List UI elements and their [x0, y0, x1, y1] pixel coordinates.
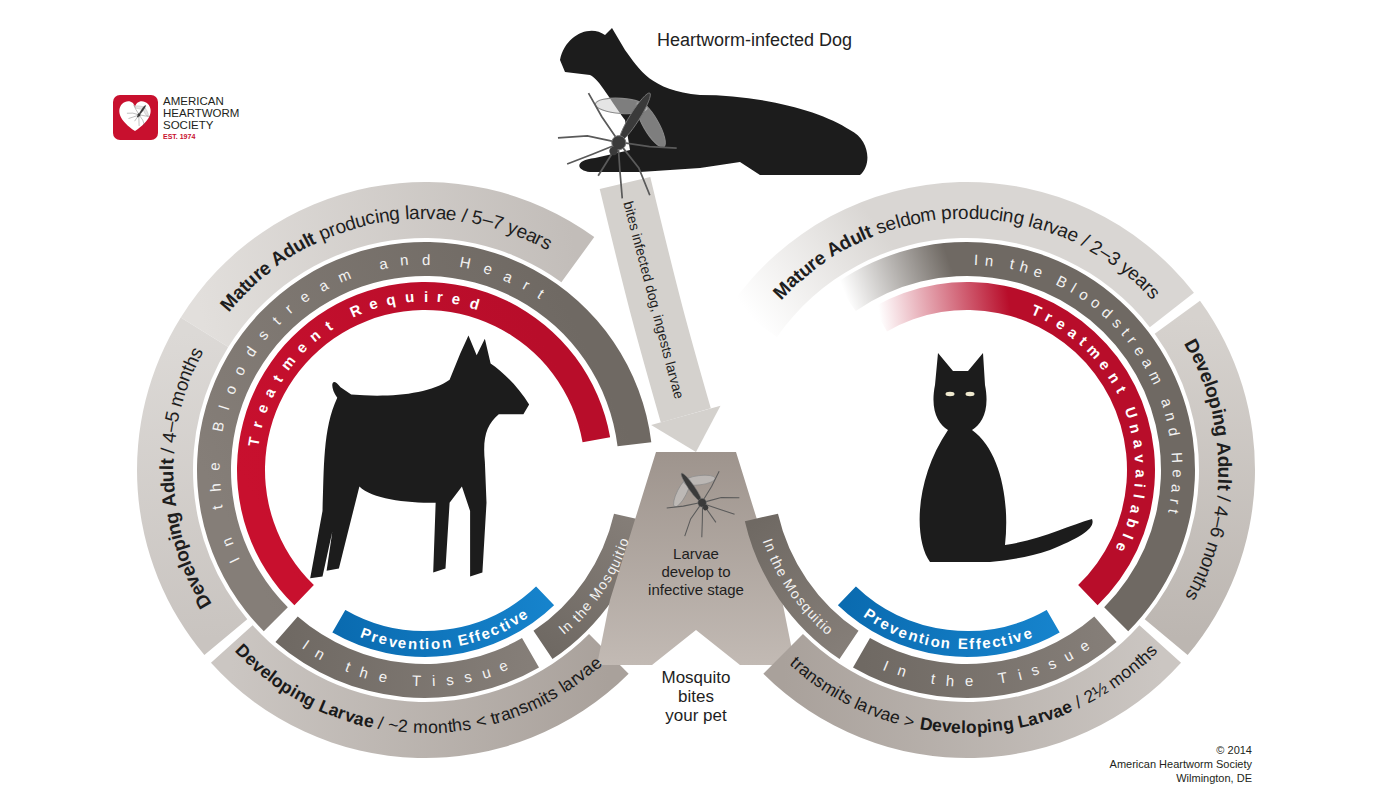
band-outline: [137, 317, 247, 655]
band-label: transmits larvae >: [785, 652, 919, 731]
figure-heading: Heartworm-infected Dog: [657, 30, 852, 51]
treatment-band: Treatment Required: [235, 280, 613, 608]
band-outline: [237, 282, 610, 605]
band-label: In the Bloodstream and Heart: [968, 251, 1187, 521]
band-label: Prevention Effective: [862, 606, 1036, 652]
band-label: Prevention Effective: [358, 606, 531, 653]
band-label: Developing Larvae: [916, 698, 1077, 738]
logo-text: AMERICAN HEARTWORM SOCIETY: [163, 95, 255, 131]
band-label: Treatment Required: [245, 288, 483, 450]
treatment-band: Treatment Unavailable: [871, 280, 1157, 608]
stage-band: Developing Adult/ 4–6 months: [1142, 298, 1257, 658]
band-label: Developing Larvae: [232, 642, 378, 731]
prevention-band: Prevention Effective: [329, 583, 558, 660]
dog-figure: [310, 336, 529, 579]
band-label: Treatment Unavailable: [1028, 302, 1150, 557]
band-label: / 4–5 months: [157, 342, 206, 461]
arrow-head: [651, 406, 720, 452]
band-label: Mature Adult: [772, 221, 879, 301]
cat-figure: [920, 353, 1093, 562]
band-outline: [763, 625, 1181, 758]
band-label: In the Tissue: [297, 636, 512, 690]
band-shape: [235, 280, 613, 608]
band-outline: [197, 242, 651, 631]
band-label: / ~2 months < transmits larvae: [371, 654, 605, 738]
copyright-line: © 2014: [1072, 744, 1252, 757]
band-label: / 2½ months: [1069, 641, 1161, 712]
copyright-line: American Heartworm Society: [1072, 758, 1252, 771]
band-label: In the Mosquitio: [760, 533, 836, 637]
band-label: Developing Adult: [1183, 336, 1236, 498]
dog-figure-node: Heartworm-infected Dog: [545, 15, 875, 183]
logo-date: EST. 1974: [163, 133, 223, 141]
stage-note: Mosquito bites your pet: [660, 668, 732, 725]
band-label: In the Mosquitio: [554, 534, 631, 638]
band-label: producing larvae / 5–7 years: [314, 202, 557, 253]
band-outline: [836, 242, 1195, 631]
edge-label: bites infected dog, ingests larvae: [619, 195, 688, 404]
band-label: / 4–6 months: [1182, 488, 1234, 606]
band-label: In the Tissue: [878, 637, 1093, 690]
stage-label: Larvae develop to infective stage: [646, 545, 746, 599]
prevention-band: Prevention Effective: [834, 583, 1063, 660]
society-logo: [113, 95, 158, 140]
copyright-line: Wilmington, DE: [1072, 772, 1252, 785]
band-label: Developing Adult: [157, 451, 214, 612]
location-band: In the Bloodstream and Heart: [834, 240, 1197, 634]
band-outline: [873, 282, 1155, 605]
band-outline: [1145, 301, 1255, 655]
band-label: seldom producing larvae / 2–3 years: [871, 202, 1165, 303]
